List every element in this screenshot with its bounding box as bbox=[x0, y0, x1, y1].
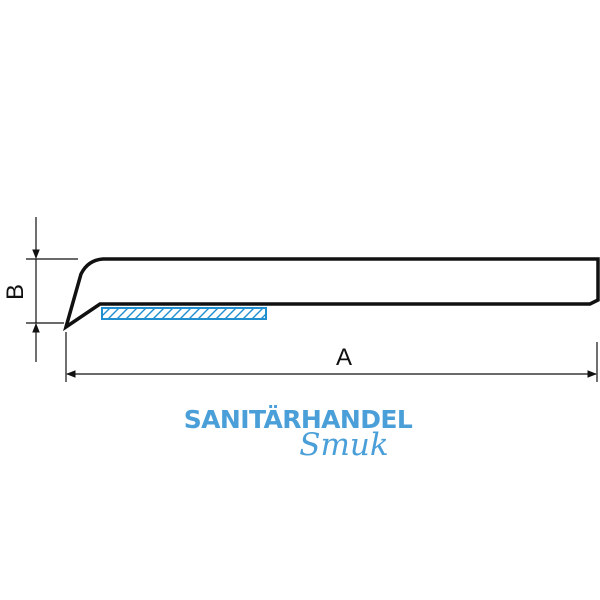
watermark-smuk: Smuk bbox=[299, 427, 388, 463]
dimension-label-b: B bbox=[2, 284, 29, 300]
watermark-sanitaerhandel: SANITÄRHANDEL bbox=[184, 404, 413, 434]
dimension-label-a: A bbox=[336, 344, 352, 371]
profile-outline bbox=[63, 257, 600, 332]
adhesive-tape-hatched bbox=[101, 307, 267, 320]
